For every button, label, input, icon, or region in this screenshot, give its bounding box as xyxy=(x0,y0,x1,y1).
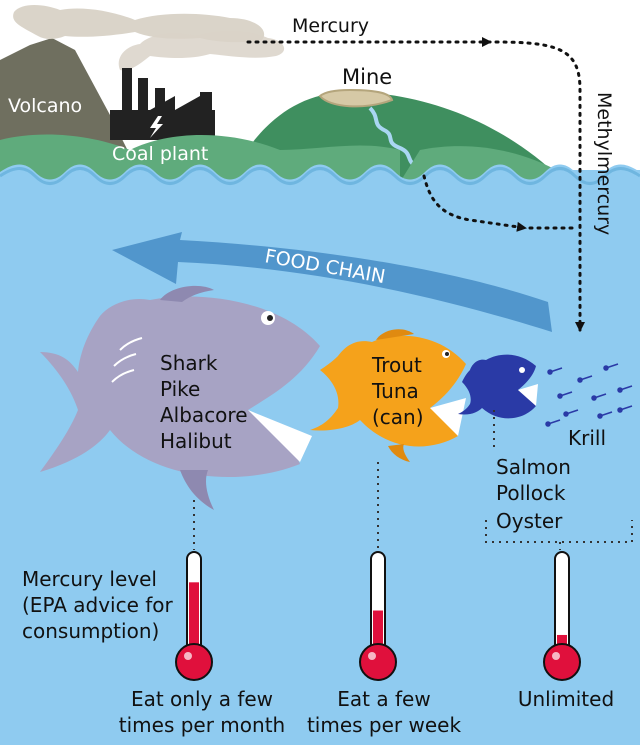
mercury-level-fill xyxy=(373,610,383,658)
volcano-label: Volcano xyxy=(8,95,82,117)
advice-label: times per month xyxy=(119,713,285,737)
mercury-label: Mercury xyxy=(292,15,369,37)
thermometers xyxy=(175,551,581,681)
mine-stream xyxy=(368,106,421,170)
species-label: Pollock xyxy=(496,481,566,505)
oyster-group-bracket xyxy=(485,520,633,550)
species-label: (can) xyxy=(372,405,424,429)
methylmercury-label: Methylmercury xyxy=(593,92,615,235)
mercury-to-water-path xyxy=(494,40,585,332)
lightning-icon xyxy=(150,116,163,138)
species-label: Tuna xyxy=(371,379,419,403)
thermometer-icon xyxy=(175,551,213,681)
small-fish-group-labels: Salmon Pollock Oyster xyxy=(496,455,571,533)
legend-line: consumption) xyxy=(22,619,159,643)
species-label: Salmon xyxy=(496,455,571,479)
advice-labels: Eat only a few times per month Eat a few… xyxy=(119,687,614,737)
krill-label: Krill xyxy=(568,426,606,450)
mine-runoff-path xyxy=(422,174,527,232)
advice-label: times per week xyxy=(307,713,462,737)
legend-line: Mercury level xyxy=(22,567,157,591)
shark-group-labels: Shark Pike Albacore Halibut xyxy=(160,351,248,453)
bulb-highlight xyxy=(368,652,376,660)
species-label: Albacore xyxy=(160,403,248,427)
coal-plant-label: Coal plant xyxy=(112,143,208,165)
mercury-level-fill xyxy=(189,582,199,658)
species-label: Halibut xyxy=(160,429,232,453)
thermometer-icon xyxy=(543,551,581,681)
thermometer-bulb xyxy=(175,643,213,681)
thermometer-bulb xyxy=(359,643,397,681)
tuna-group-labels: Trout Tuna (can) xyxy=(371,353,424,429)
species-label: Oyster xyxy=(496,509,563,533)
volcano-smoke xyxy=(13,5,265,43)
species-label: Trout xyxy=(371,353,422,377)
legend-line: (EPA advice for xyxy=(22,593,174,617)
advice-label: Eat only a few xyxy=(131,687,273,711)
krill-icon xyxy=(545,363,633,427)
thermometer-bulb xyxy=(543,643,581,681)
small-fish-icon xyxy=(458,354,538,419)
water-waves xyxy=(0,164,640,200)
shore-hills xyxy=(0,134,400,182)
food-chain-arrow xyxy=(112,232,552,332)
tuna-icon xyxy=(310,329,466,462)
shark-icon xyxy=(40,285,320,510)
legend: Mercury level (EPA advice for consumptio… xyxy=(22,567,174,643)
mine-pit-icon xyxy=(318,88,394,108)
bulb-highlight xyxy=(552,652,560,660)
advice-label: Eat a few xyxy=(337,687,430,711)
species-label: Pike xyxy=(160,377,200,401)
thermometer-icon xyxy=(359,551,397,681)
mine-label: Mine xyxy=(342,65,392,89)
coal-plant-smoke xyxy=(118,31,285,71)
bulb-highlight xyxy=(184,652,192,660)
wave-crest xyxy=(0,167,640,185)
advice-label: Unlimited xyxy=(518,687,614,711)
coal-plant-icon xyxy=(110,68,215,140)
species-label: Shark xyxy=(160,351,218,375)
